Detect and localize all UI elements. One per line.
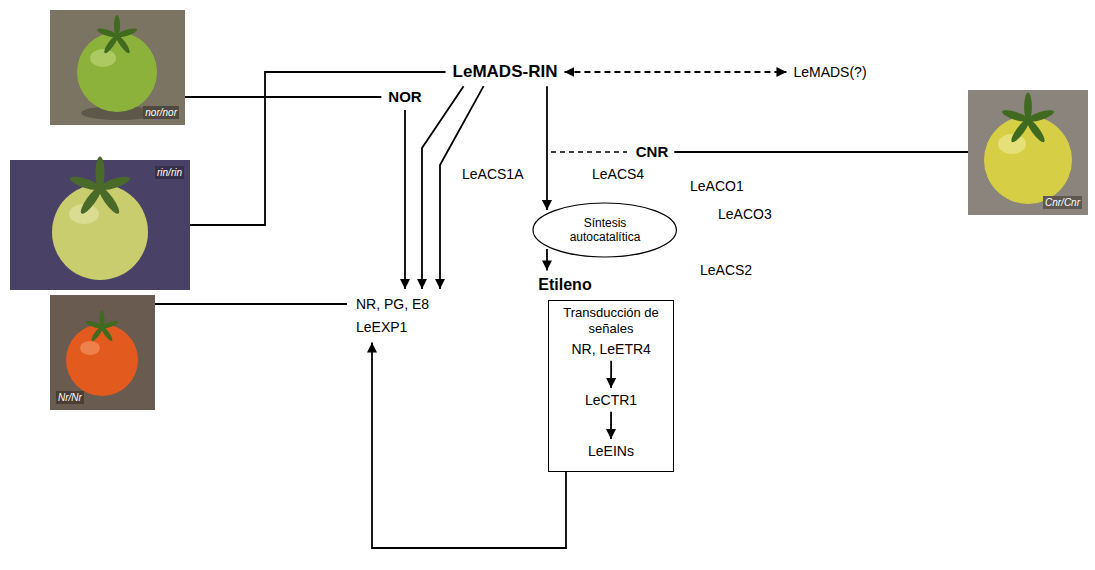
pathway-box: Transducción de señalesNR, LeETR4LeCTR1L… [548, 300, 674, 472]
connector-arrow [185, 96, 381, 98]
connector-arrow [610, 412, 612, 439]
target-genes: NR, PG, E8 LeEXP1 [350, 292, 450, 340]
tomato-sepals [85, 310, 119, 342]
genotype-label: nor/nor [143, 106, 179, 119]
connector-arrow [190, 72, 446, 225]
gene-name: LeCTR1 [585, 392, 637, 409]
ellipse-shape [533, 203, 676, 257]
process-ellipse: Síntesis autocatalítica [532, 202, 677, 258]
gene-label: LeACS1A [462, 166, 523, 183]
gene-name: LeMADS(?) [793, 64, 866, 81]
gene-node: LeMADS-RIN [449, 60, 562, 84]
gene-label: LeACO3 [718, 206, 772, 223]
gene-node: CNR [632, 141, 673, 163]
hormone-node: Etileno [534, 273, 595, 296]
label-anchor: LeACO3 [718, 206, 772, 223]
tomato-sepals [96, 15, 138, 55]
tomato-fruit [52, 184, 148, 280]
cnr-photo [968, 90, 1088, 215]
tomato-shine [80, 341, 100, 355]
gene-label: LeACS2 [700, 262, 752, 279]
signal-step: LeEINs [586, 442, 636, 461]
sepal [69, 174, 103, 193]
connector-arrow [440, 86, 484, 289]
tomato-fruit [984, 116, 1072, 204]
box-heading: Transducción de señales [555, 305, 667, 336]
gene-name: NR, LeETR4 [572, 341, 651, 358]
connector-arrow [546, 86, 548, 210]
genotype-label: Cnr/Cnr [1043, 196, 1082, 209]
stem [115, 24, 119, 34]
gene-node: NOR [384, 86, 425, 108]
sepal [85, 319, 104, 329]
gene-name: LeEINs [588, 443, 634, 460]
nor-photo [50, 10, 185, 125]
gene-name: NOR [388, 88, 421, 106]
connector-arrow [546, 249, 548, 271]
photo-ground [50, 10, 185, 125]
connector-arrow [564, 71, 786, 73]
gene-name: CNR [636, 143, 669, 161]
tomato-sepals [69, 157, 132, 217]
mutant-photo: Nr/Nr [50, 295, 155, 410]
gene-label: LeACS4 [592, 166, 644, 183]
tomato-fruit [77, 32, 157, 112]
hormone-name: Etileno [538, 275, 591, 294]
dashed-leader [551, 151, 627, 153]
connector-arrow [422, 86, 464, 289]
photo-ground [50, 295, 155, 410]
nr-photo [50, 295, 155, 410]
mutant-photo: nor/nor [50, 10, 185, 125]
connector-arrow [404, 110, 406, 289]
mutant-photo: rin/rin [10, 160, 190, 290]
connector-arrow [674, 151, 968, 153]
gene-list: NR, PG, E8 [356, 296, 444, 313]
label-anchor: LeACS4 [592, 166, 644, 183]
genotype-label: Nr/Nr [56, 391, 84, 404]
gene-node: LeMADS(?) [789, 62, 870, 83]
label-anchor: LeACS1A [462, 166, 523, 183]
connector-arrow [610, 361, 612, 388]
genotype-label: rin/rin [155, 166, 184, 179]
sepal [1001, 108, 1031, 124]
rin-photo [10, 157, 190, 291]
gene-label: LeACO1 [690, 178, 744, 195]
photo-ground [968, 90, 1088, 215]
signal-step: LeCTR1 [583, 391, 639, 410]
signal-step: NR, LeETR4 [570, 340, 653, 359]
connector-arrow [155, 303, 347, 305]
label-anchor: LeACO1 [690, 178, 744, 195]
tomato-shine [998, 134, 1026, 154]
tomato-sepals [1001, 93, 1055, 145]
mutant-photo: Cnr/Cnr [968, 90, 1088, 215]
gene-list: LeEXP1 [356, 319, 444, 336]
connector-arrow [372, 343, 566, 548]
tomato-shine [90, 49, 116, 67]
label-anchor: LeACS2 [700, 262, 752, 279]
process-text: Síntesis autocatalítica [559, 216, 651, 245]
gene-name: LeMADS-RIN [453, 62, 558, 82]
tomato-fruit [66, 324, 138, 396]
